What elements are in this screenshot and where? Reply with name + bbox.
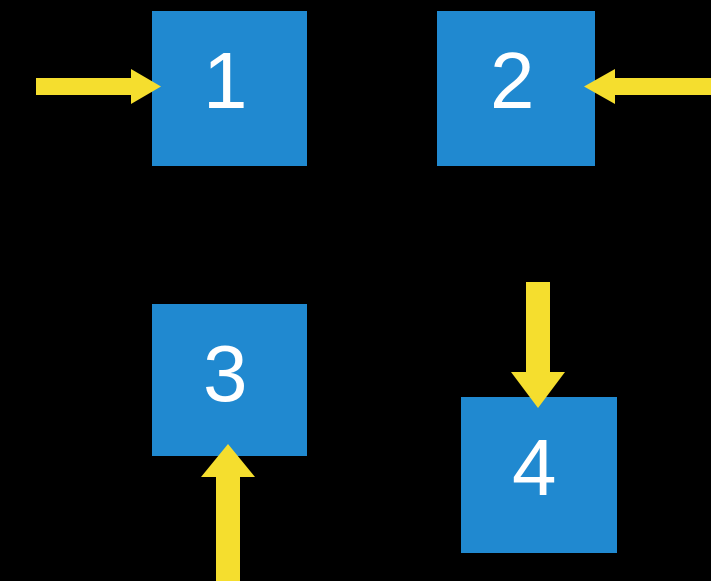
- node-box-3[interactable]: [152, 304, 307, 456]
- arrow-into-node-2-icon: [584, 69, 711, 104]
- arrow-into-node-1-icon: [36, 69, 161, 104]
- arrow-into-node-3-icon: [201, 444, 255, 581]
- node-box-2[interactable]: [437, 11, 595, 166]
- node-box-4[interactable]: [461, 397, 617, 553]
- node-box-1[interactable]: [152, 11, 307, 166]
- arrow-into-node-4-icon: [511, 282, 565, 408]
